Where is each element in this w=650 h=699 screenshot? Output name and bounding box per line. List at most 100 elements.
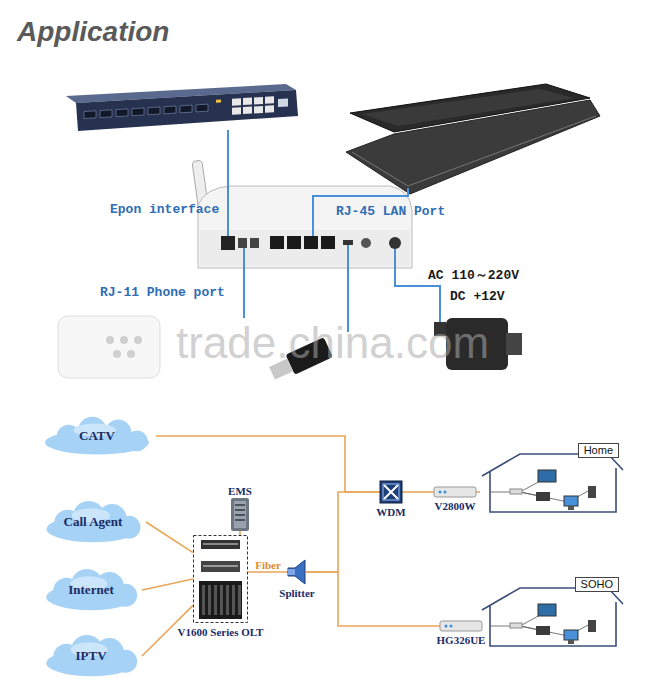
illustration-part xyxy=(350,84,590,132)
onu-device: V2800W xyxy=(434,487,476,497)
power-label: DC +12V xyxy=(450,289,505,304)
illustration-part xyxy=(250,238,259,248)
node-label: Splitter xyxy=(279,587,314,599)
illustration-part xyxy=(116,109,128,117)
laptop xyxy=(346,84,600,194)
illustration-part xyxy=(380,481,402,503)
illustration-part xyxy=(288,560,305,584)
fiber-link xyxy=(142,579,193,590)
fiber-link xyxy=(306,492,380,572)
illustration-part xyxy=(235,509,245,511)
illustration-part xyxy=(254,106,263,114)
illustration-part xyxy=(588,620,596,632)
node-label: HG326UE xyxy=(437,634,486,646)
illustration-part xyxy=(113,350,121,358)
illustration-part xyxy=(254,97,263,105)
illustration-part xyxy=(196,104,208,112)
illustration-part xyxy=(482,588,623,646)
node-label: SOHO xyxy=(575,577,619,592)
illustration-part xyxy=(232,107,241,115)
node-label: Internet xyxy=(68,582,114,598)
illustration-part xyxy=(304,236,318,249)
illustration-part xyxy=(389,237,401,249)
illustration-part xyxy=(384,485,398,499)
node-label: Call Agent xyxy=(64,514,123,530)
dev-outline xyxy=(440,621,482,631)
illustration-part xyxy=(445,625,448,628)
illustration-part xyxy=(227,130,229,236)
illustration-part xyxy=(114,650,137,673)
illustration-part xyxy=(564,496,578,506)
fiber-link xyxy=(146,522,193,553)
olt-outline xyxy=(193,535,248,623)
illustration-part xyxy=(568,640,574,644)
illustration-part xyxy=(235,504,245,506)
illustration-part xyxy=(243,248,245,318)
leader-lines xyxy=(228,130,440,332)
node-label: V2800W xyxy=(435,500,476,512)
port-label: RJ-11 Phone port xyxy=(100,285,225,300)
illustration-part xyxy=(265,105,274,113)
illustration-part xyxy=(450,625,453,628)
illustration-part xyxy=(482,454,623,512)
illustration-part xyxy=(321,236,335,249)
olt-device xyxy=(66,84,298,131)
illustration-part xyxy=(114,584,137,607)
illustration-part xyxy=(439,491,442,494)
illustration-part xyxy=(343,240,353,245)
illustration-part xyxy=(238,585,241,615)
illustration-part xyxy=(243,98,252,106)
illustration-part xyxy=(200,230,410,266)
illustration-part xyxy=(287,236,301,249)
illustration-part xyxy=(76,90,298,131)
illustration-part xyxy=(564,630,578,640)
wdm-outline xyxy=(380,481,402,503)
illustration-part xyxy=(235,514,245,516)
illustration-part xyxy=(45,417,149,455)
optical-splitter: Splitter xyxy=(288,560,306,584)
illustration-part xyxy=(134,336,142,344)
olt-group: V1600 Series OLT xyxy=(193,535,248,623)
illustration-part xyxy=(510,489,522,494)
illustration-part xyxy=(444,491,447,494)
ems-server: EMS xyxy=(229,498,251,531)
illustration-part xyxy=(127,350,135,358)
illustration-part xyxy=(510,623,522,628)
illustration-part xyxy=(538,470,556,482)
illustration-part xyxy=(46,569,137,610)
illustration-part xyxy=(536,626,550,635)
premises-house: SOHO xyxy=(480,580,625,648)
illustration-part xyxy=(243,107,252,115)
illustration-part xyxy=(46,635,137,676)
illustration-part xyxy=(100,110,112,118)
fiber-link xyxy=(239,531,241,535)
illustration-part xyxy=(199,581,242,619)
illustration-part xyxy=(265,96,274,104)
illustration-part xyxy=(221,236,235,250)
illustration-part xyxy=(588,486,596,498)
illustration-part xyxy=(232,98,241,106)
illustration-part xyxy=(288,569,295,575)
illustration-part xyxy=(148,107,160,115)
fiber-link xyxy=(306,572,440,626)
illustration-part xyxy=(440,621,482,631)
node-label: Home xyxy=(578,443,619,458)
illustration-part xyxy=(506,333,522,355)
wdm-box: WDM xyxy=(380,481,402,503)
fiber-link xyxy=(476,491,480,493)
illustration-part xyxy=(202,585,205,615)
node-label: IPTV xyxy=(75,648,106,664)
illustration-part xyxy=(362,89,574,126)
telephone xyxy=(58,316,160,378)
illustration-part xyxy=(352,116,596,186)
illustration-part xyxy=(208,585,211,615)
dev-outline xyxy=(434,487,476,497)
illustration-part xyxy=(194,536,248,623)
illustration-part xyxy=(434,487,476,497)
illustration-part xyxy=(235,519,245,521)
illustration-part xyxy=(106,336,114,344)
ems-outline xyxy=(229,498,251,531)
illustration-part xyxy=(216,99,221,102)
illustration-part xyxy=(203,543,238,545)
